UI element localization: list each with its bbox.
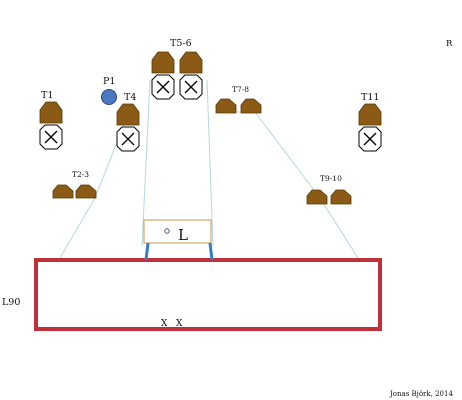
stand-shape-icon bbox=[306, 189, 328, 205]
sight-lines bbox=[59, 79, 359, 259]
label-t1: T1 bbox=[41, 90, 53, 101]
x-box-icon bbox=[116, 126, 140, 152]
stand-shape-icon bbox=[75, 184, 97, 199]
stand-group-t4 bbox=[116, 103, 140, 152]
stand-shape-icon bbox=[52, 184, 74, 199]
sight-line bbox=[319, 197, 359, 259]
stand-group-t11 bbox=[358, 103, 382, 152]
stand-shape-icon bbox=[179, 51, 203, 74]
label-t7-8: T7-8 bbox=[232, 85, 249, 94]
label-t4: T4 bbox=[124, 92, 136, 103]
light-box-leg-right bbox=[208, 242, 214, 261]
stand-pair-t9-10 bbox=[306, 189, 352, 205]
sight-line bbox=[254, 111, 321, 199]
label-t11: T11 bbox=[361, 92, 379, 103]
x-box-icon bbox=[358, 126, 382, 152]
light-box: L bbox=[143, 219, 214, 261]
arena-rect bbox=[34, 258, 382, 331]
stand-group-t1 bbox=[39, 101, 63, 150]
sight-line bbox=[141, 79, 151, 247]
stand-shape-icon bbox=[39, 101, 63, 124]
stand-shape-icon bbox=[240, 98, 262, 114]
stand-shape-icon bbox=[330, 189, 352, 205]
floor-mark: X bbox=[176, 319, 183, 329]
sight-line bbox=[206, 79, 214, 247]
stand-shape-icon bbox=[358, 103, 382, 126]
credit-text: Jonas Björk, 2014 bbox=[389, 390, 453, 398]
light-box-dot-icon bbox=[164, 228, 170, 234]
stand-group-t5 bbox=[151, 51, 175, 100]
label-t5-6: T5-6 bbox=[170, 38, 192, 49]
label-t2-3: T2-3 bbox=[72, 170, 89, 179]
x-box-icon bbox=[151, 74, 175, 100]
x-box-icon bbox=[179, 74, 203, 100]
light-box-letter: L bbox=[178, 226, 188, 244]
stand-pair-t7-8 bbox=[215, 98, 262, 114]
stand-group-t6 bbox=[179, 51, 203, 100]
stand-shape-icon bbox=[116, 103, 140, 126]
light-box-leg-left bbox=[144, 242, 150, 261]
label-l90: L90 bbox=[2, 297, 20, 308]
p1-circle-icon bbox=[101, 89, 117, 105]
floor-mark: X bbox=[161, 319, 168, 329]
label-corner-r: R bbox=[446, 39, 453, 49]
x-box-icon bbox=[39, 124, 63, 150]
stand-pair-t2-3 bbox=[52, 184, 97, 199]
stand-shape-icon bbox=[215, 98, 237, 114]
stand-shape-icon bbox=[151, 51, 175, 74]
label-t9-10: T9-10 bbox=[320, 174, 342, 183]
label-p1: P1 bbox=[103, 76, 115, 87]
sight-line bbox=[59, 197, 96, 259]
light-box-frame bbox=[143, 219, 212, 244]
